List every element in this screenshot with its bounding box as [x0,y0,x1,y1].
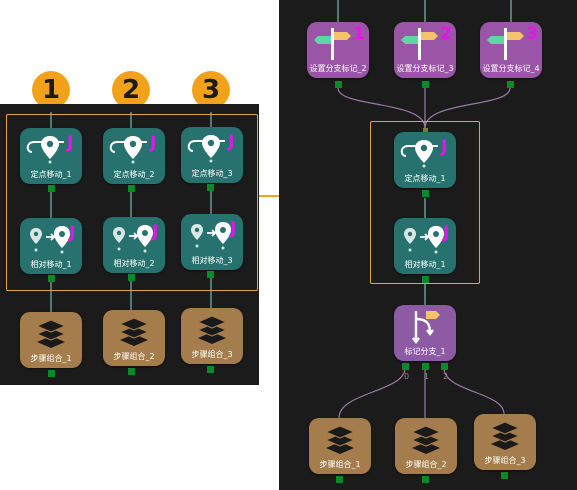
layers-stack-icon [103,310,165,350]
relative-move-icon [20,218,82,258]
set-branch-mark-node-4[interactable]: 3 设置分支标记_4 [480,22,542,78]
output-port[interactable] [207,184,214,191]
output-port[interactable] [501,472,508,479]
branch-port-number-0: 0 [404,372,410,381]
branch-output-port-1[interactable] [422,363,429,370]
relative-move-node-1[interactable]: 相对移动_1 [20,218,82,274]
output-port[interactable] [336,476,343,483]
branch-output-port-0[interactable] [402,363,409,370]
left-connection-lines [50,112,212,312]
step-group-node-1[interactable]: 步骤组合_1 [309,418,371,474]
step-badge-2: 2 [112,71,150,109]
node-label: 相对移动_3 [191,256,233,265]
output-port[interactable] [335,81,342,88]
node-label: 步骤组合_2 [405,460,447,469]
layers-stack-icon [20,312,82,352]
layers-stack-icon [181,308,243,348]
map-pin-route-icon [394,132,456,172]
output-port[interactable] [128,185,135,192]
relative-move-node-3[interactable]: 相对移动_3 [181,214,243,270]
branch-digit: 1 [353,24,365,44]
node-label: 设置分支标记_2 [309,64,367,73]
branch-digit: 3 [526,24,538,44]
move-node-3[interactable]: 定点移动_3 [181,127,243,183]
output-port[interactable] [48,370,55,377]
node-label: 定点移动_3 [191,169,233,178]
output-port[interactable] [128,368,135,375]
node-label: 步骤组合_1 [319,460,361,469]
node-label: 定点移动_1 [404,174,446,183]
step-badge-1: 1 [32,71,70,109]
branch-port-number-2: 2 [443,372,449,381]
output-port[interactable] [207,366,214,373]
node-label: 步骤组合_1 [30,354,72,363]
node-label: 相对移动_2 [113,259,155,268]
node-label: 定点移动_2 [113,170,155,179]
map-pin-route-icon [181,127,243,167]
output-port[interactable] [128,274,135,281]
node-label: 设置分支标记_3 [396,64,454,73]
node-label: 设置分支标记_4 [482,64,540,73]
move-node-merged[interactable]: 定点移动_1 [394,132,456,188]
output-port[interactable] [507,81,514,88]
step-group-node-3[interactable]: 步骤组合_3 [474,414,536,470]
left-workflow-canvas: 定点移动_1 定点移动_2 定点移动_3 相对移动_1 相对移动_2 相对移动_… [0,104,259,385]
map-pin-route-icon [103,128,165,168]
map-pin-route-icon [20,128,82,168]
step-group-node-2[interactable]: 步骤组合_2 [395,418,457,474]
node-label: 相对移动_1 [404,260,446,269]
node-label: 步骤组合_2 [113,352,155,361]
relative-move-icon [181,214,243,254]
branch-digit: 2 [440,24,452,44]
step-badge-3: 3 [192,71,230,109]
output-port[interactable] [422,81,429,88]
output-port[interactable] [48,185,55,192]
output-port[interactable] [207,271,214,278]
layers-stack-icon [309,418,371,458]
set-branch-mark-node-2[interactable]: 1 设置分支标记_2 [307,22,369,78]
layers-stack-icon [474,414,536,454]
node-label: 步骤组合_3 [484,456,526,465]
output-port[interactable] [422,276,429,283]
left-selection-box [6,114,258,291]
output-port[interactable] [422,190,429,197]
move-node-1[interactable]: 定点移动_1 [20,128,82,184]
layers-stack-icon [395,418,457,458]
relative-move-node-2[interactable]: 相对移动_2 [103,217,165,273]
output-port[interactable] [422,476,429,483]
branch-by-mark-node[interactable]: 标记分支_1 [394,305,456,361]
relative-move-node-merged[interactable]: 相对移动_1 [394,218,456,274]
right-workflow-canvas: 1 设置分支标记_2 2 设置分支标记_3 3 设置分支标记_4 定点移动_1 … [279,0,577,490]
node-label: 步骤组合_3 [191,350,233,359]
node-label: 定点移动_1 [30,170,72,179]
node-label: 相对移动_1 [30,260,72,269]
branch-output-port-2[interactable] [441,363,448,370]
input-port[interactable] [423,128,428,133]
branch-port-number-1: 1 [424,372,430,381]
relative-move-icon [394,218,456,258]
output-port[interactable] [48,275,55,282]
right-selection-box [370,121,480,284]
step-group-node-2[interactable]: 步骤组合_2 [103,310,165,366]
relative-move-icon [103,217,165,257]
set-branch-mark-node-3[interactable]: 2 设置分支标记_3 [394,22,456,78]
node-label: 标记分支_1 [404,347,446,356]
step-group-node-1[interactable]: 步骤组合_1 [20,312,82,368]
step-group-node-3[interactable]: 步骤组合_3 [181,308,243,364]
move-node-2[interactable]: 定点移动_2 [103,128,165,184]
branch-split-icon [394,305,456,345]
